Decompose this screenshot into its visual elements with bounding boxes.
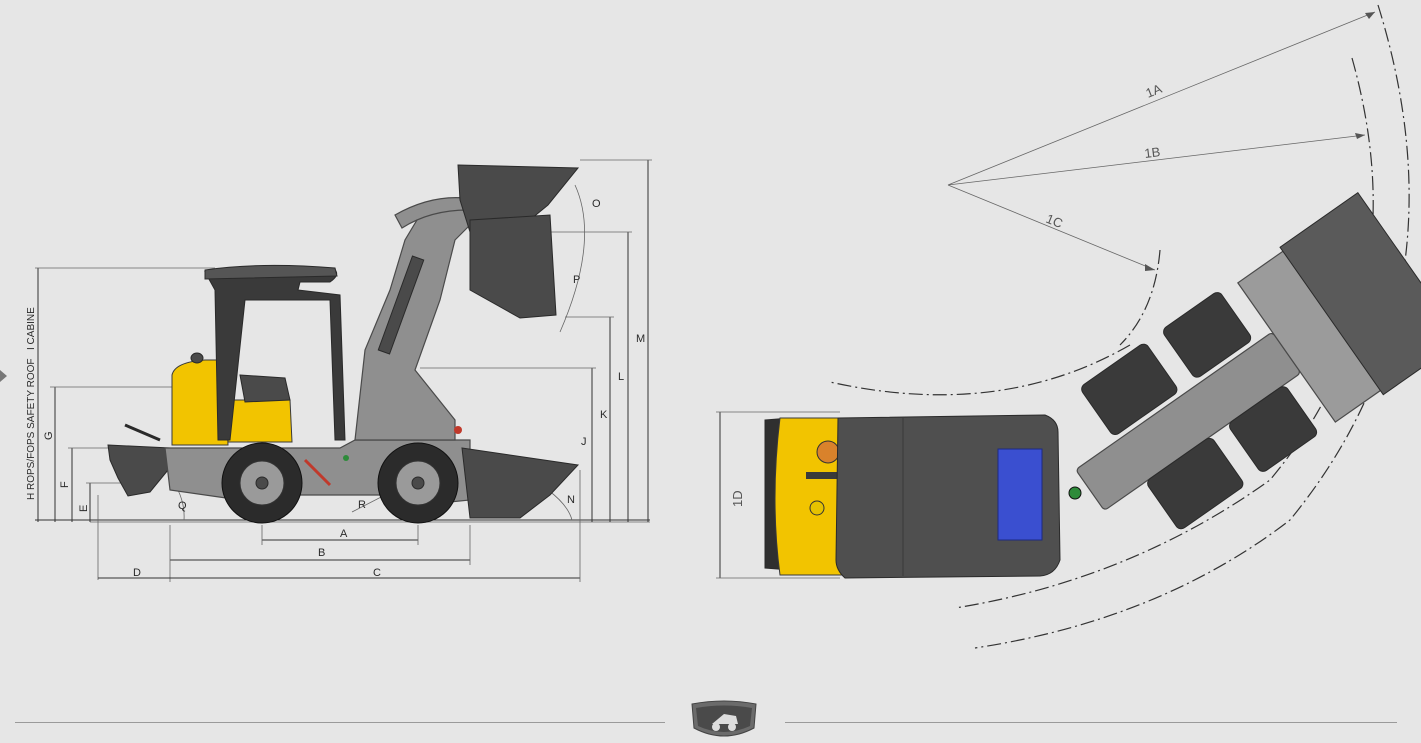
label-a: A xyxy=(340,528,348,540)
top-view: 1A 1B 1C 1D xyxy=(716,4,1421,649)
loader-badge-icon xyxy=(691,700,757,737)
label-k: K xyxy=(600,409,608,421)
label-g: G xyxy=(43,431,55,440)
label-q: Q xyxy=(178,500,187,512)
label-l: L xyxy=(618,371,624,383)
label-1c: 1C xyxy=(1044,211,1065,231)
side-arrow-icon xyxy=(0,370,7,382)
label-e: E xyxy=(78,505,90,512)
label-o: O xyxy=(592,198,601,210)
label-i-cabine: I CABINE xyxy=(26,307,37,350)
label-m: M xyxy=(636,333,645,345)
loader-top-machine xyxy=(764,192,1421,579)
label-d: D xyxy=(133,567,141,579)
bottom-horizontal-dimensions xyxy=(98,470,581,582)
label-p: P xyxy=(573,274,580,286)
label-r: R xyxy=(358,499,366,511)
seat-panel-blue xyxy=(997,448,1043,541)
footer-divider-right xyxy=(785,722,1397,723)
label-h-rops: H ROPS/FOPS SAFETY ROOF xyxy=(26,358,37,500)
label-1b: 1B xyxy=(1144,144,1162,161)
label-1a: 1A xyxy=(1144,81,1165,101)
label-c: C xyxy=(373,567,381,579)
label-f: F xyxy=(59,481,71,488)
right-vertical-dimensions xyxy=(420,159,652,522)
footer-divider-left xyxy=(15,722,665,723)
label-1d: 1D xyxy=(730,490,745,507)
label-j: J xyxy=(581,436,587,448)
left-vertical-dimensions xyxy=(35,267,215,580)
label-n: N xyxy=(567,494,575,506)
label-b: B xyxy=(318,547,325,559)
side-view: H ROPS/FOPS SAFETY ROOF I CABINE G F E A… xyxy=(26,159,652,582)
loader-side-machine xyxy=(107,164,580,524)
